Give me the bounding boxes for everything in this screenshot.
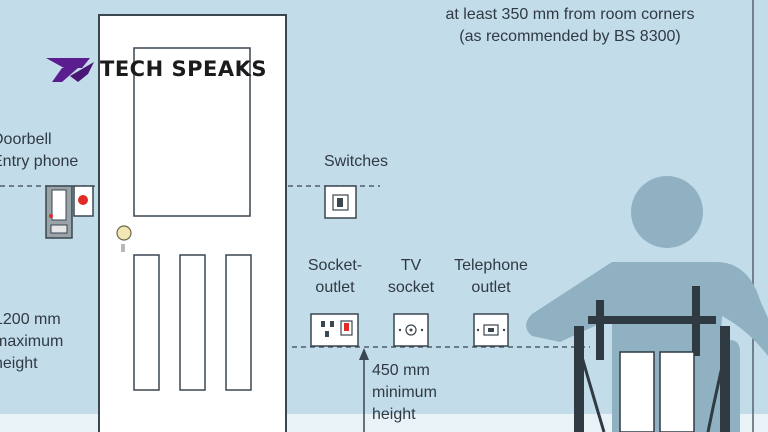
door-icon: [98, 14, 287, 432]
spacing-note: at least 350 mm from room corners (as re…: [420, 4, 720, 48]
min-height-arrow: [359, 348, 369, 432]
wheelchair-user-icon: [526, 176, 768, 432]
tech-speaks-logo-mark: [46, 58, 94, 82]
telephone-outlet-icon: [473, 313, 509, 347]
socket-outlet-label: Socket- outlet: [296, 255, 374, 299]
tv-socket-label: TV socket: [376, 255, 446, 299]
min-height-label: 450 mm minimum height: [372, 360, 437, 426]
doorbell-label-line2: Entry phone: [0, 153, 79, 170]
tv-socket-icon: [393, 313, 429, 347]
tv-socket-label-line2: socket: [387, 279, 435, 296]
spacing-note-line2: (as recommended by BS 8300): [459, 28, 681, 45]
socket-outlet-icon: [310, 313, 359, 347]
min-height-label-line1: 450 mm: [372, 362, 430, 379]
telephone-outlet-label-line2: outlet: [471, 279, 511, 296]
switch-icon: [324, 185, 357, 219]
doorbell-label: Doorbell Entry phone: [0, 129, 78, 173]
spacing-note-line1: at least 350 mm from room corners: [445, 6, 695, 23]
max-height-label-line2: maximum: [0, 333, 64, 350]
tv-socket-label-line1: TV: [400, 257, 422, 274]
min-height-label-line3: height: [372, 406, 416, 423]
logo-text: TECH SPEAKS: [100, 57, 267, 81]
doorbell-label-line1: Doorbell: [0, 131, 52, 148]
socket-outlet-label-line1: Socket-: [307, 257, 363, 274]
max-height-label-line3: height: [0, 355, 38, 372]
telephone-outlet-label: Telephone outlet: [444, 255, 538, 299]
switches-label: Switches: [324, 153, 389, 170]
max-height-label-line1: 1200 mm: [0, 311, 61, 328]
min-height-label-line2: minimum: [372, 384, 437, 401]
socket-outlet-label-line2: outlet: [315, 279, 355, 296]
max-height-label: 1200 mm maximum height: [0, 309, 63, 375]
doorbell-panel-icon: [45, 185, 94, 239]
telephone-outlet-label-line1: Telephone: [454, 257, 528, 274]
